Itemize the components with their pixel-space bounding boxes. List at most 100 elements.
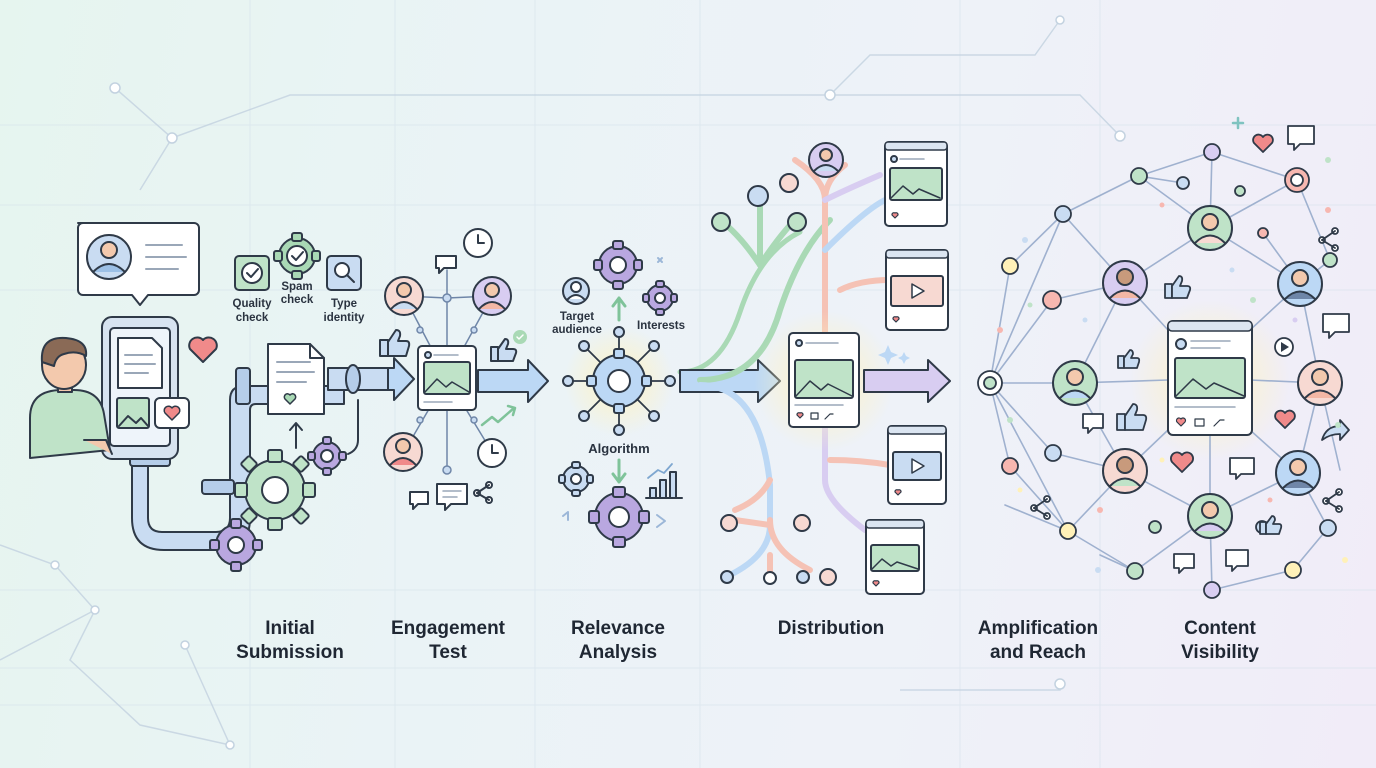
type-identity-icon <box>326 255 362 291</box>
spam-check-label-1: Spam <box>281 281 312 293</box>
user-icon <box>562 277 590 305</box>
chat-bubble-icon <box>1229 457 1255 480</box>
post-card-icon <box>788 332 860 428</box>
gear-icon <box>558 461 594 497</box>
share-arrow-icon <box>1321 419 1350 441</box>
stage-label-line1: Content <box>1184 618 1256 639</box>
thumbs-up-icon <box>1164 275 1192 299</box>
flow-arrow <box>387 357 415 401</box>
clock-icon <box>477 438 507 468</box>
stage-engagement-test <box>379 228 549 511</box>
stage-label-distribution: Distribution <box>746 617 916 641</box>
chat-bubble-icon <box>1322 313 1350 339</box>
stage-label-amplification-and-reach: Amplification and Reach <box>953 617 1123 665</box>
person-illustration <box>29 336 113 459</box>
avatar <box>1187 205 1233 251</box>
stage-label-initial-submission: Initial Submission <box>205 617 375 665</box>
background-network-nodes <box>50 15 1126 750</box>
thumbs-up-icon <box>379 329 411 357</box>
stage-amplification-network <box>977 116 1350 599</box>
chat-bubble-icon <box>409 491 429 510</box>
share-icon <box>1322 488 1343 513</box>
chat-bubble-icon <box>1082 413 1104 434</box>
spam-check-icon <box>273 232 321 280</box>
relevance-labels: Target audience Interests Algorithm <box>552 311 685 456</box>
stage-label-line2: and Reach <box>989 642 1087 663</box>
stage-label-line1: Relevance <box>570 618 665 639</box>
gear-icon <box>593 240 643 290</box>
stage-label-engagement-test: Engagement Test <box>363 617 533 665</box>
gear-icon <box>234 449 316 531</box>
avatar <box>1277 261 1323 307</box>
profile-speech-bubble <box>77 222 200 306</box>
play-icon <box>1274 337 1294 357</box>
thumbs-up-icon <box>1259 515 1283 535</box>
gear-icon <box>588 486 650 548</box>
avatar <box>472 276 512 316</box>
stage-label-line2: Visibility <box>1181 642 1259 663</box>
heart-icon <box>1170 451 1194 473</box>
algorithm-gear-icon <box>586 348 652 414</box>
bar-chart-icon <box>645 471 683 499</box>
heart-icon <box>188 336 218 363</box>
thumbs-up-icon <box>1116 403 1148 431</box>
target-audience-label-1: Target <box>560 311 594 323</box>
stage-label-relevance-analysis: Relevance Analysis <box>533 617 703 665</box>
flow-arrow <box>477 359 549 403</box>
stage-label-content-visibility: Content Visibility <box>1135 617 1305 665</box>
stage-label-line1: Amplification <box>977 618 1099 639</box>
share-icon <box>1030 495 1051 520</box>
quality-check-icon <box>234 255 270 291</box>
chat-bubble-icon <box>1173 553 1195 574</box>
avatar <box>1275 450 1321 496</box>
target-audience-label-2: audience <box>552 324 602 336</box>
share-icon <box>1318 227 1339 252</box>
clock-icon <box>463 228 493 258</box>
quality-check-label-2: check <box>236 312 269 324</box>
quality-check-label-1: Quality <box>233 298 273 310</box>
avatar <box>383 432 423 472</box>
stage-label-line2: Submission <box>236 642 344 663</box>
video-post-icon <box>885 249 949 331</box>
gear-icon <box>209 518 263 572</box>
avatar <box>384 276 424 316</box>
avatar <box>808 142 844 178</box>
stage-label-line1: Initial <box>265 618 315 639</box>
share-icon <box>473 481 493 504</box>
stage-label-line1: Distribution <box>777 618 885 639</box>
stage-label-line1: Engagement <box>390 618 506 639</box>
phone-icon <box>101 316 190 460</box>
post-card-icon <box>865 519 925 595</box>
avatar <box>1187 493 1233 539</box>
stage-initial-submission <box>29 222 415 572</box>
chat-bubble-icon <box>435 255 457 274</box>
particle-dots <box>997 157 1348 573</box>
type-identity-label-2: identity <box>324 312 365 324</box>
interests-label: Interests <box>637 320 685 332</box>
avatar <box>1297 360 1343 406</box>
gear-icon <box>307 436 347 476</box>
chat-bubble-icon <box>1225 549 1249 572</box>
flow-arrow <box>863 359 951 403</box>
stage-distribution <box>697 141 951 595</box>
check-labels: Quality check Spam check Type identity <box>233 281 366 324</box>
document-icon <box>267 343 325 415</box>
chat-bubble-icon <box>1287 125 1315 151</box>
video-post-icon <box>887 425 947 505</box>
spam-check-label-2: check <box>281 294 314 306</box>
algorithm-label: Algorithm <box>588 441 649 456</box>
visible-post-card-icon <box>1167 320 1253 436</box>
avatar <box>1102 260 1148 306</box>
avatar <box>1052 360 1098 406</box>
post-card-icon <box>417 345 477 411</box>
gear-icon <box>642 280 678 316</box>
heart-icon <box>1274 409 1296 429</box>
post-card-icon <box>884 141 948 227</box>
stage-label-line2: Test <box>429 642 467 663</box>
heart-icon <box>1252 133 1274 153</box>
thumbs-up-icon <box>490 338 518 362</box>
thumbs-up-icon <box>1117 349 1141 369</box>
avatar <box>1102 448 1148 494</box>
